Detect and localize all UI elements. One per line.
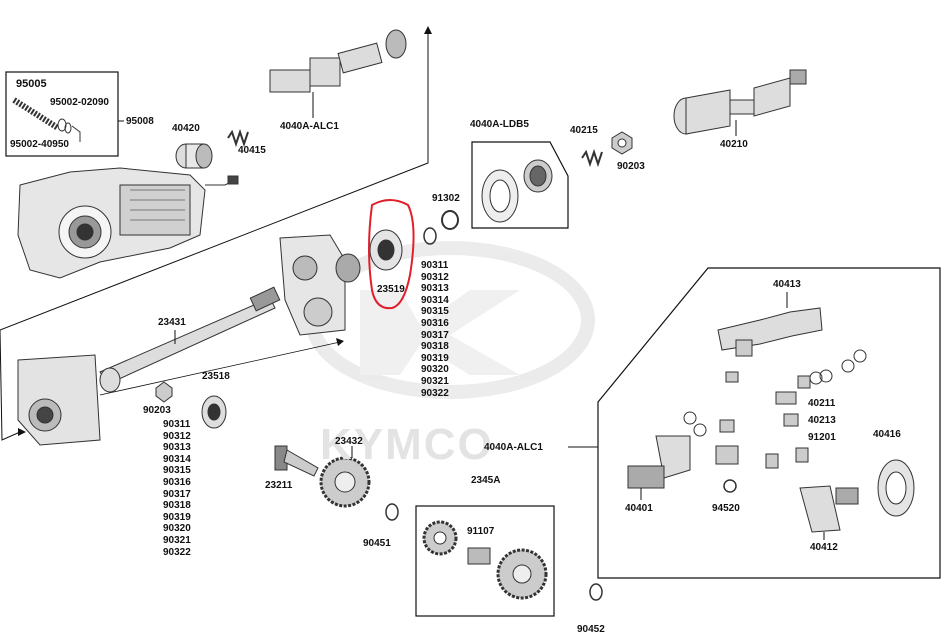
part-label-40215[interactable]: 40215 <box>570 125 598 136</box>
part-label-4040A-LDB5[interactable]: 4040A-LDB5 <box>470 119 529 130</box>
part-label-23519[interactable]: 23519 <box>377 284 405 295</box>
kit-95005-title: 95005 <box>16 78 47 90</box>
part-label-94520[interactable]: 94520 <box>712 503 740 514</box>
kit-4040A-ALC1-box <box>597 267 941 579</box>
seal-40420-image <box>175 143 213 169</box>
spring-kit-icon <box>12 97 81 142</box>
shim-part-number[interactable]: 90320 <box>421 364 449 376</box>
shim-part-number[interactable]: 90311 <box>163 419 191 430</box>
arrow-left-tip <box>18 428 26 436</box>
spring-40415-image <box>227 128 249 148</box>
part-label-23211[interactable]: 23211 <box>265 480 293 491</box>
shim-part-number[interactable]: 90319 <box>163 511 191 523</box>
shim-part-number[interactable]: 90318 <box>421 341 449 353</box>
seal-40416-image <box>877 459 915 517</box>
lower-housing-image <box>17 354 101 446</box>
shim-part-number[interactable]: 90316 <box>421 317 449 329</box>
shim-part-number[interactable]: 90316 <box>163 476 191 488</box>
shaft-23211-image <box>274 445 319 477</box>
bearing-kit-image <box>481 159 553 223</box>
shim-part-number[interactable]: 90321 <box>421 375 449 387</box>
shim-part-number[interactable]: 90312 <box>421 271 449 283</box>
part-label-40401[interactable]: 40401 <box>625 503 653 514</box>
shim-part-number[interactable]: 90317 <box>421 329 449 341</box>
part-label-95008[interactable]: 95008 <box>126 116 154 127</box>
arrow-shaft <box>336 338 344 346</box>
shim-part-number[interactable]: 90319 <box>421 352 449 364</box>
gearcase-cover-image <box>279 234 361 336</box>
shim-part-number[interactable]: 90314 <box>421 294 449 306</box>
brand-watermark: KYMCO <box>320 420 494 469</box>
frame-line-top <box>0 30 429 331</box>
part-label-90452[interactable]: 90452 <box>577 624 605 635</box>
frame-line-left <box>0 329 21 441</box>
shim-part-number[interactable]: 90318 <box>163 500 191 512</box>
washer-90452-image <box>589 583 603 601</box>
part-label-91302[interactable]: 91302 <box>432 193 460 204</box>
shim-part-number[interactable]: 90314 <box>163 453 191 465</box>
seal-23518-image <box>201 395 227 429</box>
highlight-circle-23519 <box>368 199 415 310</box>
transmission-housing-image <box>17 167 239 279</box>
part-label-23431[interactable]: 23431 <box>158 317 186 328</box>
nut-90203-right-image <box>611 131 633 155</box>
shim-part-number[interactable]: 90322 <box>421 387 449 399</box>
oring-91302-image <box>441 210 459 230</box>
driveshaft-40413-image <box>717 307 823 357</box>
shim-part-number[interactable]: 90317 <box>163 488 191 500</box>
part-label-40413[interactable]: 40413 <box>773 279 801 290</box>
gear-set-image <box>422 520 548 600</box>
part-label-40211[interactable]: 40211 <box>808 398 836 409</box>
ujoint-parts-image <box>683 349 867 469</box>
arrow-up <box>424 26 432 34</box>
guide-line-shaft <box>99 341 341 396</box>
part-label-91107[interactable]: 91107 <box>467 526 495 537</box>
shim-washer-image <box>423 227 437 245</box>
shim-part-number[interactable]: 90321 <box>163 534 191 546</box>
part-label-90451[interactable]: 90451 <box>363 538 391 549</box>
shim-part-number[interactable]: 90313 <box>421 283 449 295</box>
shim-part-number[interactable]: 90313 <box>163 442 191 454</box>
shim-part-number[interactable]: 90315 <box>421 306 449 318</box>
shim-part-number[interactable]: 90315 <box>163 465 191 477</box>
part-23519-image <box>369 229 403 271</box>
clip-94520-image <box>723 479 737 493</box>
yoke-40412-image <box>799 485 859 533</box>
spring-40215-image <box>581 148 603 168</box>
part-label-4040A-ALC1-mid[interactable]: 4040A-ALC1 <box>484 442 543 453</box>
washer-90451-image <box>385 503 399 521</box>
shim-part-number[interactable]: 90322 <box>163 546 191 558</box>
part-label-40412[interactable]: 40412 <box>810 542 838 553</box>
part-label-40415[interactable]: 40415 <box>238 145 266 156</box>
part-label-23432[interactable]: 23432 <box>335 436 363 447</box>
part-label-4040A-ALC1-top[interactable]: 4040A-ALC1 <box>280 121 339 132</box>
part-label-91201[interactable]: 91201 <box>808 432 836 443</box>
part-label-40420[interactable]: 40420 <box>172 123 200 134</box>
gear-23432-image <box>319 456 371 508</box>
driveshaft-top-image <box>269 29 407 93</box>
part-label-40213[interactable]: 40213 <box>808 415 836 426</box>
nut-90203-left-image <box>155 381 173 403</box>
part-label-23518[interactable]: 23518 <box>202 371 230 382</box>
axle-40210-image <box>673 69 807 135</box>
shim-part-number[interactable]: 90312 <box>163 430 191 442</box>
yoke-40401-image <box>627 435 691 489</box>
shaft-23431-image <box>99 286 281 393</box>
shim-part-number[interactable]: 90320 <box>163 523 191 535</box>
part-label-40416[interactable]: 40416 <box>873 429 901 440</box>
kit-95005-sub2: 95002-40950 <box>10 139 69 150</box>
part-label-90203-left[interactable]: 90203 <box>143 405 171 416</box>
part-label-2345A[interactable]: 2345A <box>471 475 501 486</box>
part-label-40210[interactable]: 40210 <box>720 139 748 150</box>
shim-part-number[interactable]: 90311 <box>421 260 449 271</box>
part-label-90203-right[interactable]: 90203 <box>617 161 645 172</box>
kit-95005-box <box>5 71 119 157</box>
kit-95005-sub1: 95002-02090 <box>50 97 109 108</box>
